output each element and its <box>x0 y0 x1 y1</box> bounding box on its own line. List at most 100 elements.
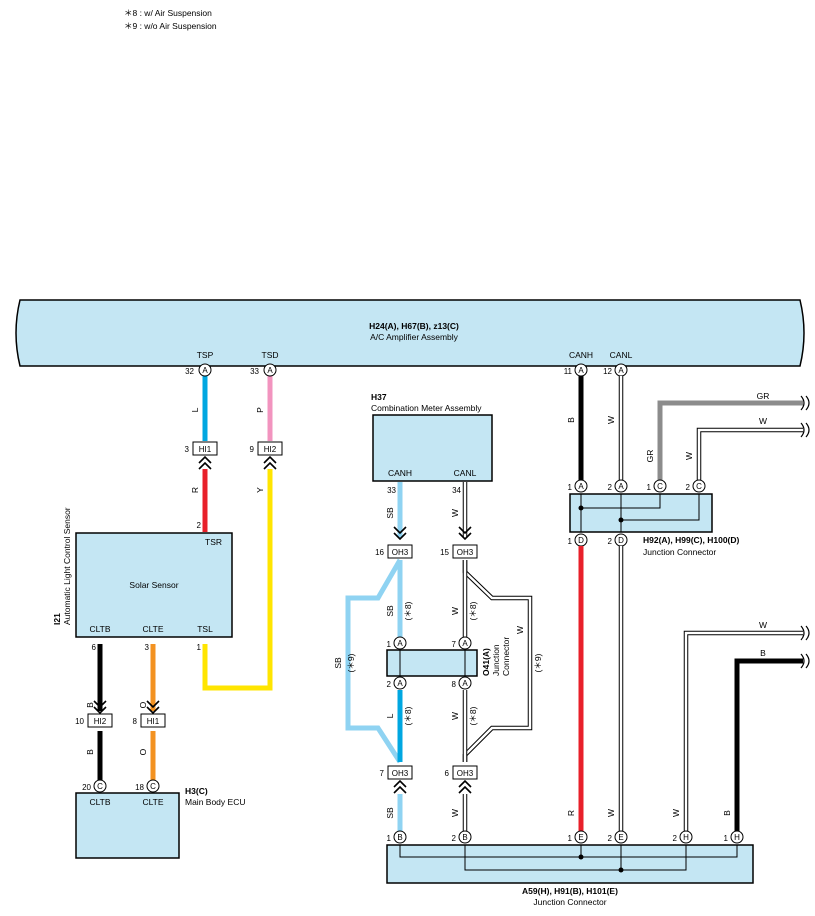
option-label: (＊9) <box>533 653 543 672</box>
chevron-icon <box>146 700 160 715</box>
main-body-ecu-box[interactable] <box>75 792 180 859</box>
pin-letter: B <box>397 833 402 842</box>
pin-letter: A <box>578 482 584 491</box>
o41-id: O41(A) <box>481 648 491 676</box>
wire-w-lower-right-inner <box>684 631 803 831</box>
wire-label-l: L <box>385 713 395 718</box>
pin-e-h101-2[interactable] <box>614 830 628 844</box>
connector-oh3-16[interactable] <box>387 544 413 559</box>
solar-sensor-box[interactable] <box>75 532 233 638</box>
chevron-icon <box>458 779 472 794</box>
ac-amplifier-box[interactable] <box>15 299 805 367</box>
pin-a-o41-2[interactable] <box>393 676 407 690</box>
junction-a59-box[interactable] <box>386 844 754 884</box>
note-no-air-suspension: ＊9 : w/o Air Suspension <box>124 21 217 31</box>
pin-a-tsd[interactable] <box>263 363 277 377</box>
pin-number: 2 <box>608 483 613 492</box>
h92-name: Junction Connector <box>643 547 716 557</box>
pin-a-o41-1[interactable] <box>393 636 407 650</box>
solar-id: I21 <box>52 613 62 625</box>
pin-number: 8 <box>452 680 457 689</box>
pin-letter: A <box>578 366 584 375</box>
wire-break-mark <box>800 395 810 411</box>
combination-meter-box[interactable] <box>372 414 493 482</box>
pin-b-h91-1[interactable] <box>393 830 407 844</box>
pin-h-a59-2[interactable] <box>679 830 693 844</box>
connector-label: OH3 <box>392 548 409 557</box>
connector-oh3-15[interactable] <box>452 544 478 559</box>
wire-w-right-outer[interactable] <box>696 427 803 480</box>
splice-dot <box>618 867 624 873</box>
chevron-icon <box>458 526 472 541</box>
pin-number: 2 <box>686 483 691 492</box>
combo-id: H37 <box>371 392 387 402</box>
pin-number: 12 <box>603 367 612 376</box>
pin-number: 2 <box>673 834 678 843</box>
pin-e-h101-1[interactable] <box>574 830 588 844</box>
pin-tsd: TSD <box>262 350 279 360</box>
pin-c-h99-2[interactable] <box>692 479 706 493</box>
junction-o41-box[interactable] <box>386 649 478 677</box>
wire-w-bypass-inner <box>463 560 532 762</box>
pin-h-a59-1[interactable] <box>730 830 744 844</box>
pin-tsr: TSR <box>205 537 222 547</box>
wire-tsl-yellow[interactable] <box>202 469 273 691</box>
pin-a-tsp[interactable] <box>198 363 212 377</box>
option-label: (＊8) <box>403 601 413 620</box>
connector-hi2-lower[interactable] <box>87 713 113 728</box>
pin-b-h91-2[interactable] <box>458 830 472 844</box>
wire-label-sb: SB <box>385 807 395 819</box>
pin-number: 10 <box>75 717 84 726</box>
pin-number: 1 <box>647 483 652 492</box>
pin-a-h92-1[interactable] <box>574 479 588 493</box>
ecu-name: Main Body ECU <box>185 797 245 807</box>
connector-oh3-6[interactable] <box>452 765 478 780</box>
pin-a-o41-8[interactable] <box>458 676 472 690</box>
ecu-pin-clte: CLTE <box>142 797 163 807</box>
wire-label-o: O <box>138 748 148 755</box>
pin-number: 6 <box>92 643 97 652</box>
pin-number: 3 <box>185 445 190 454</box>
pin-letter: C <box>657 482 663 491</box>
pin-c-cltb[interactable] <box>93 779 107 793</box>
pin-number: 2 <box>387 680 392 689</box>
connector-hi1-lower[interactable] <box>140 713 166 728</box>
pin-letter: A <box>397 639 403 648</box>
wire-label-r: R <box>566 810 576 816</box>
pin-letter: A <box>618 366 624 375</box>
wire-label-w: W <box>450 712 460 720</box>
pin-c-clte[interactable] <box>146 779 160 793</box>
chevron-icon <box>263 455 277 470</box>
pin-letter: E <box>578 833 583 842</box>
pin-cltb: CLTB <box>89 624 110 634</box>
pin-number: 7 <box>380 769 385 778</box>
wire-gr-gray[interactable] <box>657 400 803 480</box>
connector-label: HI1 <box>199 445 212 454</box>
wire-sb-bypass-loop[interactable] <box>345 558 403 764</box>
wire-w-right-inner <box>697 428 803 480</box>
connector-label: OH3 <box>457 548 474 557</box>
pin-number: 1 <box>197 643 202 652</box>
pin-a-h92-2[interactable] <box>614 479 628 493</box>
pin-letter: C <box>150 782 156 791</box>
wire-label-b: B <box>722 810 732 816</box>
solar-name: Automatic Light Control Sensor <box>62 507 72 625</box>
pin-number: 32 <box>185 367 194 376</box>
pin-letter: H <box>734 833 740 842</box>
wire-b-lower-right[interactable] <box>734 658 803 831</box>
pin-number: 3 <box>145 643 150 652</box>
junction-h92-box[interactable] <box>569 493 713 533</box>
connector-hi2-top[interactable] <box>257 441 283 456</box>
pin-c-h99-1[interactable] <box>653 479 667 493</box>
pin-number: 1 <box>568 537 573 546</box>
chevron-icon <box>198 455 212 470</box>
pin-a-o41-7[interactable] <box>458 636 472 650</box>
connector-hi1-top[interactable] <box>192 441 218 456</box>
wire-label-p: P <box>255 407 265 413</box>
pin-number: 7 <box>452 640 457 649</box>
wire-label-w: W <box>450 509 460 517</box>
pin-number: 33 <box>250 367 259 376</box>
pin-number: 1 <box>724 834 729 843</box>
connector-label: HI2 <box>94 717 107 726</box>
connector-oh3-7[interactable] <box>387 765 413 780</box>
